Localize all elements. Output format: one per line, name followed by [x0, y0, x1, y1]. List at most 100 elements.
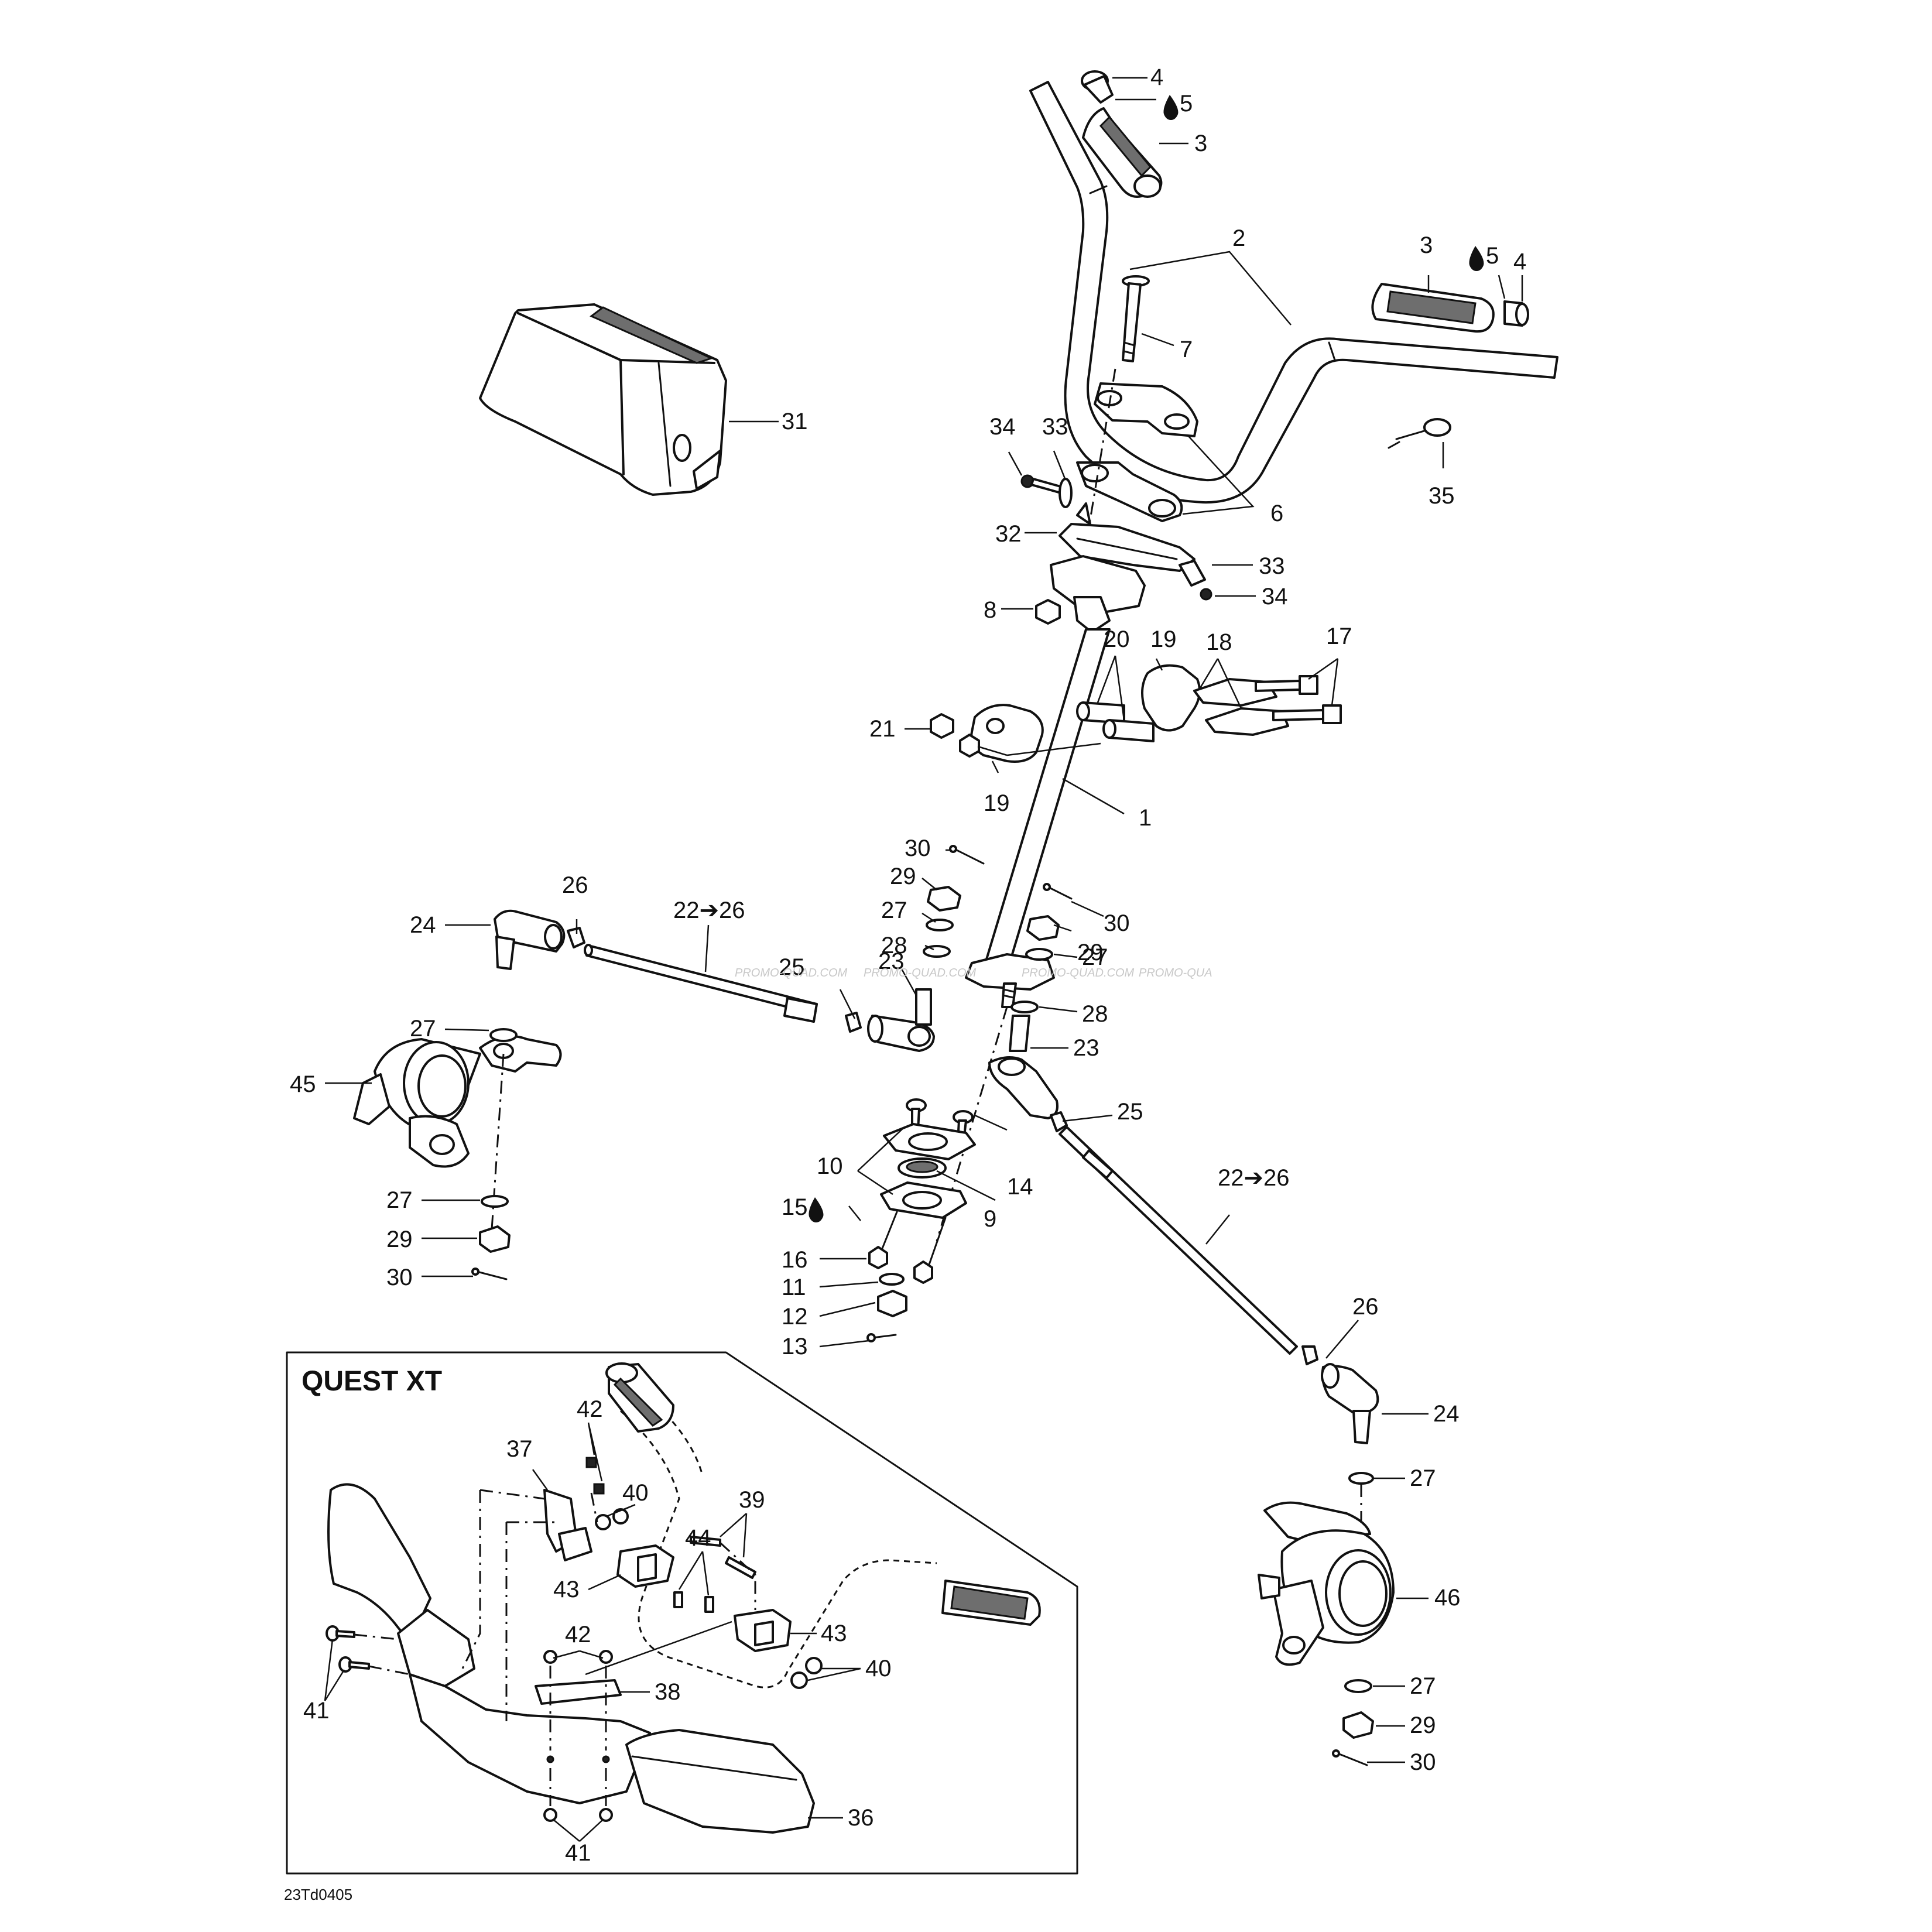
- handlebar-upper-clamp: [1094, 382, 1198, 437]
- callout-41: 41: [303, 1698, 330, 1724]
- handlebar: [1029, 81, 1558, 504]
- callout-3: 3: [1194, 131, 1207, 156]
- handlebar-grip-top: [1082, 107, 1163, 198]
- washer-27-right-knuckle-top: [1348, 1472, 1374, 1485]
- handguard-bracket-left: [543, 1489, 592, 1561]
- callout-42: 42: [577, 1396, 603, 1422]
- steering-knuckle-right: [1258, 1501, 1395, 1666]
- callout-labels: 4 5 3 2 3 5 4 7 31 34 33 6 35 32 33 34 8…: [290, 64, 1526, 1866]
- watermark: PROMO-QUAD.COM: [864, 967, 977, 979]
- callout-37: 37: [506, 1436, 533, 1462]
- nut-40-right: [790, 1657, 823, 1689]
- handguard-pin: [690, 1536, 756, 1579]
- callout-30: 30: [386, 1265, 413, 1290]
- callout-12: 12: [782, 1304, 808, 1330]
- callout-16: 16: [782, 1247, 808, 1273]
- callout-34: 34: [989, 414, 1016, 440]
- steering-column-arm: [965, 953, 1055, 1008]
- callout-24: 24: [410, 912, 436, 938]
- callout-26: 26: [562, 872, 588, 898]
- watermarks: PROMO-QUAD.COM PROMO-QUAD.COM PROMO-QUAD…: [735, 967, 1212, 979]
- callout-3: 3: [1420, 232, 1433, 258]
- handlebar-grip-right: [1371, 283, 1495, 333]
- callout-22-26: 22➔26: [673, 898, 745, 923]
- nut-42-middle: [543, 1650, 613, 1664]
- cotter-pin-13: [866, 1333, 897, 1342]
- inset-grip-right: [941, 1580, 1041, 1626]
- washer-27-left-inner: [926, 919, 954, 931]
- callout-32: 32: [995, 521, 1022, 547]
- washer-27-left-knuckle-bottom: [481, 1195, 509, 1208]
- callout-14: 14: [1007, 1174, 1033, 1200]
- callout-40: 40: [622, 1480, 649, 1506]
- jam-nut-right-inner: [1050, 1111, 1068, 1132]
- watermark: PROMO-QUA: [1139, 967, 1212, 979]
- callout-25: 25: [1117, 1099, 1143, 1125]
- callout-36: 36: [848, 1805, 874, 1831]
- callout-46: 46: [1434, 1585, 1461, 1611]
- callout-5: 5: [1180, 91, 1193, 117]
- handguard-clamp-top: [616, 1544, 674, 1588]
- callout-31: 31: [782, 409, 808, 434]
- housing-guide-lines: [877, 1211, 947, 1277]
- callout-40: 40: [865, 1656, 892, 1681]
- callout-leaders: [324, 77, 1523, 1842]
- handguard-center-bracket: [535, 1679, 622, 1705]
- cotter-pin-30-left-knuckle: [471, 1268, 508, 1280]
- wire-clip: [1179, 560, 1206, 587]
- oil-drop-icon: [1469, 246, 1484, 271]
- nut-16: [868, 1246, 933, 1284]
- bar-end-plug-top: [1081, 70, 1114, 104]
- steering-support-plate: [1059, 502, 1195, 572]
- handguard-clamp-right: [734, 1609, 792, 1652]
- callout-33: 33: [1042, 414, 1068, 440]
- callout-19: 19: [984, 790, 1010, 816]
- screw-41-left: [326, 1625, 370, 1673]
- callout-39: 39: [739, 1487, 765, 1513]
- bearing-housing-upper: [883, 1123, 976, 1160]
- inset-frame: [286, 1351, 1078, 1875]
- washer-27-left-knuckle-top: [489, 1028, 518, 1042]
- callout-18: 18: [1206, 629, 1232, 655]
- washer-28-right: [1010, 1001, 1039, 1013]
- callout-30: 30: [905, 835, 931, 861]
- tie-rod-end-left-outer: [494, 909, 566, 970]
- tie-rod-end-right-inner: [988, 1056, 1059, 1119]
- callout-11: 11: [782, 1275, 806, 1300]
- clip-screw: [1200, 588, 1212, 601]
- inset-grip-top: [605, 1362, 674, 1433]
- callout-27: 27: [1410, 1673, 1436, 1699]
- nut-8: [1035, 599, 1061, 625]
- callout-28: 28: [1082, 1001, 1108, 1027]
- cotter-pin-30-left-inner: [949, 845, 985, 865]
- callout-15: 15: [782, 1194, 808, 1220]
- callout-45: 45: [290, 1071, 316, 1097]
- callout-29: 29: [1077, 940, 1104, 965]
- nut-12: [877, 1290, 907, 1317]
- washer-27-right-inner: [1025, 948, 1053, 961]
- bushing-spacer: [1076, 701, 1155, 742]
- callout-23: 23: [878, 948, 905, 974]
- tie-rod-left: [584, 944, 818, 1023]
- callout-24: 24: [1433, 1401, 1460, 1427]
- callout-10: 10: [817, 1153, 843, 1179]
- tie-rod-end-right-outer: [1321, 1363, 1379, 1444]
- callout-44: 44: [685, 1525, 711, 1551]
- inset-title: QUEST XT: [302, 1366, 442, 1397]
- castle-nut-29-right-knuckle: [1342, 1711, 1374, 1739]
- callout-29: 29: [890, 864, 916, 889]
- washer-11: [879, 1273, 905, 1286]
- callout-21: 21: [869, 716, 896, 742]
- callout-29: 29: [1410, 1712, 1436, 1738]
- oil-drop-icon: [1163, 95, 1179, 120]
- oil-drop-icon: [809, 1197, 824, 1222]
- bearing-9: [898, 1157, 947, 1179]
- tie-rod-right: [1059, 1126, 1298, 1355]
- callout-26: 26: [1352, 1294, 1379, 1320]
- callout-25: 25: [779, 954, 805, 980]
- callout-27: 27: [1410, 1465, 1436, 1491]
- wire-support-washer: [1059, 478, 1073, 508]
- callout-30: 30: [1410, 1749, 1436, 1775]
- callout-30: 30: [1104, 910, 1130, 936]
- callout-20: 20: [1104, 626, 1130, 652]
